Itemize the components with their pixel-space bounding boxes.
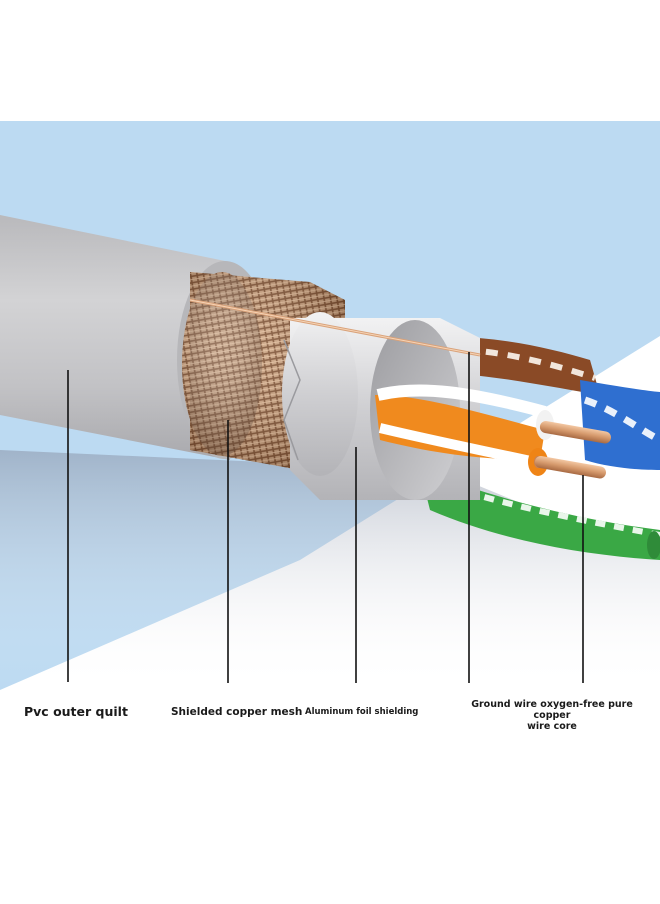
label-shielded-copper-mesh: Shielded copper mesh	[171, 706, 303, 718]
label-pvc-outer-quilt: Pvc outer quilt	[24, 704, 128, 719]
leader-lines	[67, 352, 584, 683]
label-aluminum-foil-shielding: Aluminum foil shielding	[305, 707, 419, 717]
copper-wire-cores	[534, 421, 611, 479]
ground-wire	[189, 298, 481, 357]
orange-pair	[375, 384, 554, 476]
label-ground-wire-line2: wire core	[527, 721, 577, 732]
label-ground-wire-core: Ground wire oxygen-free pure copper wire…	[452, 699, 652, 732]
label-ground-wire-line1: Ground wire oxygen-free pure copper	[471, 699, 633, 721]
blue-pair	[580, 380, 660, 470]
